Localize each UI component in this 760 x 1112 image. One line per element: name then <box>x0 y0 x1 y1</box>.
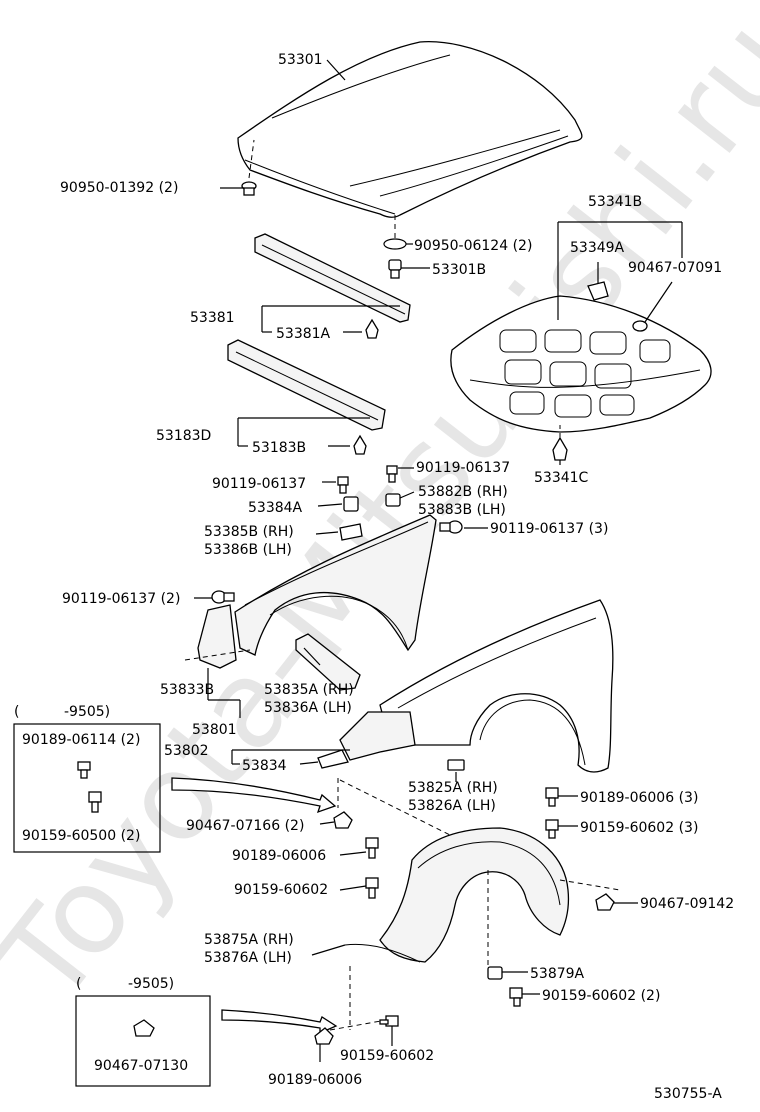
inset-top-paren: ( <box>14 704 19 720</box>
clip-90467-09142-icon[interactable] <box>595 893 615 911</box>
label-brace-53836a[interactable]: 53836A (LH) <box>264 700 352 716</box>
bolt-right-3-icon[interactable] <box>439 520 463 534</box>
label-insulator-retainer[interactable]: 53349A <box>570 240 625 256</box>
arrow-inset-bottom-icon <box>221 1009 338 1034</box>
clip-bottom-90189-06006-icon[interactable] <box>314 1027 334 1045</box>
bracket-53384a-icon[interactable] <box>343 496 359 512</box>
label-seal-53381a[interactable]: 53381A <box>276 326 331 342</box>
bolt-left-2-icon[interactable] <box>211 590 235 604</box>
labels: 53301 90950-01392 (2) 90950-06124 (2) 53… <box>14 52 734 1102</box>
inset-top-screw-icon <box>77 761 91 771</box>
screw-90159-60602-icon[interactable] <box>365 877 379 899</box>
insulator-retainer-icon[interactable] <box>587 281 609 301</box>
bracket-53834-icon[interactable] <box>317 749 349 769</box>
label-bracket-53386b[interactable]: 53386B (LH) <box>204 542 292 558</box>
inset-bottom-box <box>75 995 211 1087</box>
label-bracket-53385b[interactable]: 53385B (RH) <box>204 524 294 540</box>
inset-bottom-range: -9505) <box>128 976 174 992</box>
hood-drawing[interactable] <box>237 41 583 218</box>
hood-insulator-drawing[interactable] <box>450 295 712 433</box>
label-clip-90467-07166[interactable]: 90467-07166 (2) <box>186 818 304 834</box>
clip-53879a-icon[interactable] <box>487 966 503 980</box>
screw-90189-06006-3-icon[interactable] <box>545 787 559 807</box>
screw-bottom-90159-60602-icon[interactable] <box>379 1015 399 1027</box>
label-clip-53879a[interactable]: 53879A <box>530 966 585 982</box>
fender-apron-drawing[interactable] <box>234 514 437 656</box>
label-clip-90467-09142[interactable]: 90467-09142 <box>640 896 734 912</box>
label-insulator-clip-top[interactable]: 90467-07091 <box>628 260 722 276</box>
label-screw-90159-60602-2[interactable]: 90159-60602 (2) <box>542 988 660 1004</box>
label-bolt-upper-left[interactable]: 90119-06137 <box>212 476 306 492</box>
fender-bracket-53802-drawing[interactable] <box>339 711 416 761</box>
seal-clip-53381a-icon[interactable] <box>365 318 379 339</box>
label-screw-90189-06006-3[interactable]: 90189-06006 (3) <box>580 790 698 806</box>
fender-strip-53825a-icon[interactable] <box>447 759 465 771</box>
label-bolt-right-3[interactable]: 90119-06137 (3) <box>490 521 608 537</box>
label-liner-53875a[interactable]: 53875A (RH) <box>204 932 294 948</box>
label-screw-90159-60602-3[interactable]: 90159-60602 (3) <box>580 820 698 836</box>
label-inset-top-a[interactable]: 90189-06114 (2) <box>22 732 140 748</box>
bracket-53882b-icon[interactable] <box>385 493 401 507</box>
hood-bumper-icon[interactable] <box>388 259 402 279</box>
label-screw-90189-06006[interactable]: 90189-06006 <box>232 848 326 864</box>
fender-liner-drawing[interactable] <box>344 827 570 963</box>
label-screw-90159-60602[interactable]: 90159-60602 <box>234 882 328 898</box>
brace-53835a-drawing[interactable] <box>295 633 361 691</box>
hood-grommet-icon[interactable] <box>383 238 407 250</box>
bolt-upper-right-icon[interactable] <box>386 465 398 483</box>
hood-seal-53381-drawing[interactable] <box>254 233 411 323</box>
label-strip-53825a[interactable]: 53825A (RH) <box>408 780 498 796</box>
bracket-53833b-drawing[interactable] <box>184 604 251 669</box>
front-fender-drawing[interactable] <box>379 599 614 773</box>
label-hood-cushion-clip[interactable]: 90950-01392 (2) <box>60 180 178 196</box>
label-bolt-left-2[interactable]: 90119-06137 (2) <box>62 591 180 607</box>
inset-bottom-clip-icon <box>133 1019 155 1037</box>
label-bracket-53384a[interactable]: 53384A <box>248 500 303 516</box>
label-screw-bottom-90189-06006[interactable]: 90189-06006 <box>268 1072 362 1088</box>
label-brace-53835a[interactable]: 53835A (RH) <box>264 682 354 698</box>
label-screw-bottom-90159-60602[interactable]: 90159-60602 <box>340 1048 434 1064</box>
label-fender-53801[interactable]: 53801 <box>192 722 237 738</box>
label-hood[interactable]: 53301 <box>278 52 323 68</box>
label-bracket-53882b[interactable]: 53882B (RH) <box>418 484 508 500</box>
label-strip-53826a[interactable]: 53826A (LH) <box>408 798 496 814</box>
label-liner-53876a[interactable]: 53876A (LH) <box>204 950 292 966</box>
label-seal-53381[interactable]: 53381 <box>190 310 235 326</box>
hood-cushion-clip-icon[interactable] <box>241 181 257 196</box>
clip-90467-07166-icon[interactable] <box>333 811 353 829</box>
label-bracket-53834[interactable]: 53834 <box>242 758 287 774</box>
screw-90159-60602-3-icon[interactable] <box>545 819 559 839</box>
label-insulator-group[interactable]: 53341B <box>588 194 642 210</box>
label-bracket-53802[interactable]: 53802 <box>164 743 209 759</box>
bolt-upper-left-icon[interactable] <box>337 476 349 494</box>
screw-90159-60602-2-icon[interactable] <box>509 987 523 1007</box>
insulator-clip-icon[interactable] <box>632 320 648 332</box>
leader-lines <box>194 59 683 1062</box>
label-hood-bumper[interactable]: 53301B <box>432 262 486 278</box>
insulator-clip-bottom-icon[interactable] <box>552 436 568 461</box>
label-inset-top-b[interactable]: 90159-60500 (2) <box>22 828 140 844</box>
label-bracket-53833b[interactable]: 53833B <box>160 682 214 698</box>
label-insulator-clip-bottom[interactable]: 53341C <box>534 470 589 486</box>
label-seal-53183b[interactable]: 53183B <box>252 440 306 456</box>
arrow-inset-top-icon <box>171 777 337 814</box>
diagram-code: 530755-A <box>654 1086 722 1102</box>
inset-bottom-paren: ( <box>76 976 81 992</box>
label-bracket-53883b[interactable]: 53883B (LH) <box>418 502 506 518</box>
label-seal-53183d[interactable]: 53183D <box>156 428 211 444</box>
seal-clip-53183b-icon[interactable] <box>353 434 367 455</box>
label-inset-bottom-a[interactable]: 90467-07130 <box>94 1058 188 1074</box>
inset-top-bolt-icon <box>88 791 102 803</box>
label-hood-grommet[interactable]: 90950-06124 (2) <box>414 238 532 254</box>
label-bolt-upper-right[interactable]: 90119-06137 <box>416 460 510 476</box>
inset-top-range: -9505) <box>64 704 110 720</box>
bracket-53385b-icon[interactable] <box>339 523 363 541</box>
hood-seal-53183d-drawing[interactable] <box>227 339 386 431</box>
screw-90189-06006-icon[interactable] <box>365 837 379 859</box>
inset-top-box <box>13 723 161 853</box>
